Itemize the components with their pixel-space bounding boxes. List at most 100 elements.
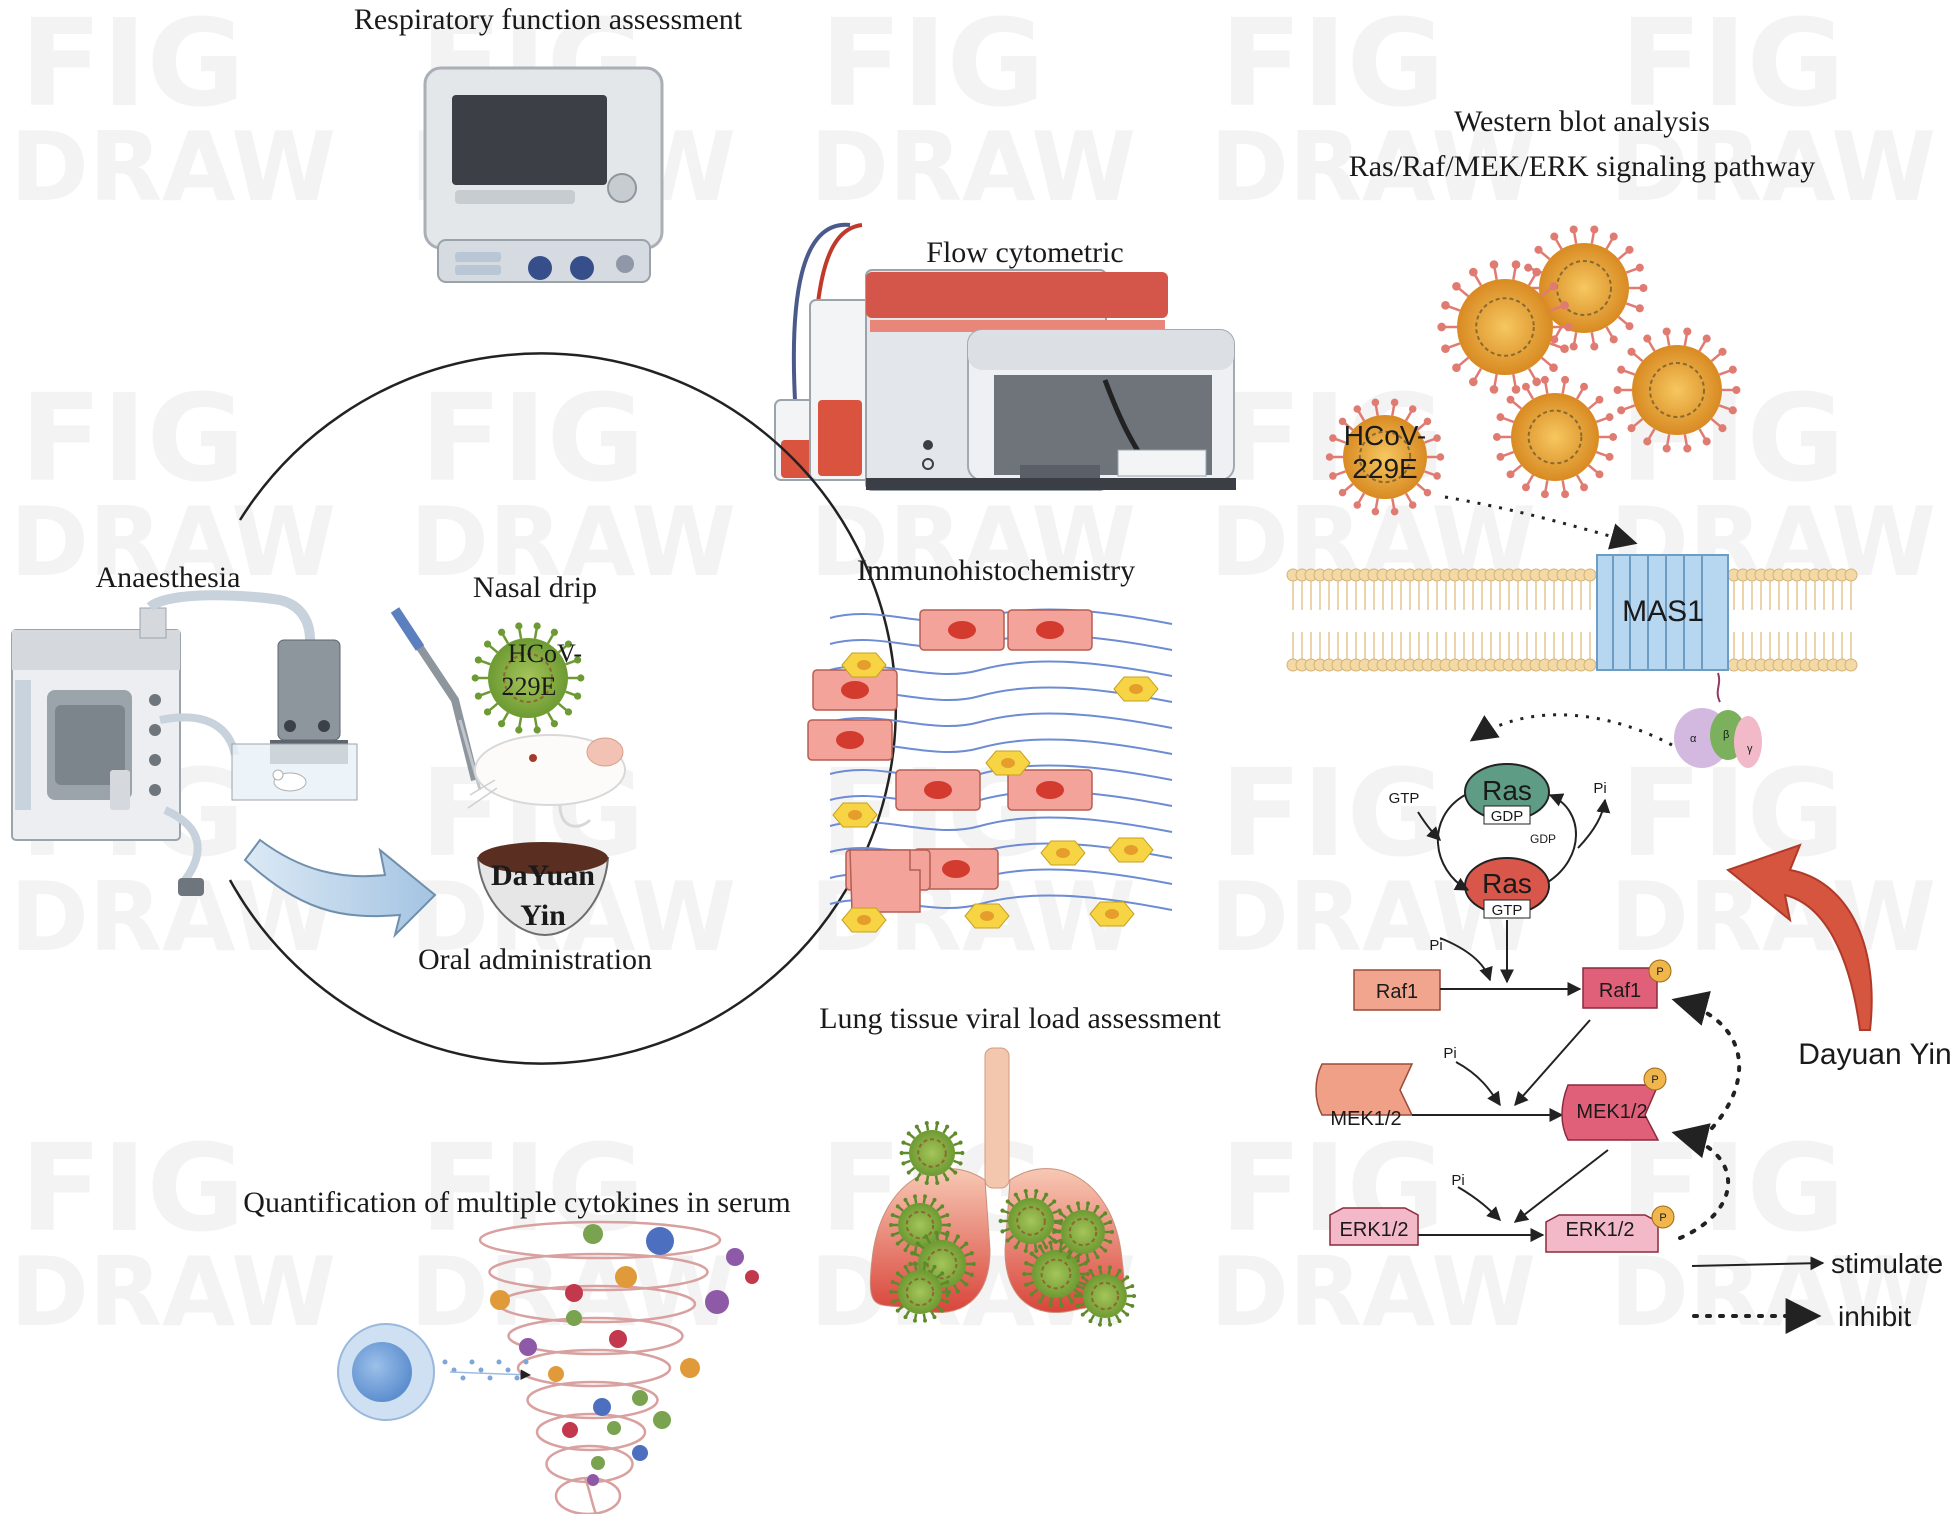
watermark-text: DRAW (1210, 1238, 1536, 1348)
watermark-text: FIG (1620, 745, 1845, 884)
dayuan-yin-arrow (1725, 843, 1873, 1031)
virus-left-label-line2: 229E (502, 672, 557, 701)
lung-virus-icon (888, 1261, 952, 1323)
virus-right-label-line2: 229E (1352, 453, 1417, 484)
gprotein-to-ras-arrow (1469, 713, 1673, 747)
watermark-text: DRAW (1610, 113, 1936, 223)
tissue-cell (849, 849, 921, 913)
lipid-head (1844, 658, 1858, 672)
anaesthesia-machine-illustration (11, 590, 358, 896)
spiral-ring (516, 1348, 672, 1388)
cytokine-bead (490, 1290, 510, 1310)
watermark-text: DRAW (810, 113, 1136, 223)
watermark-text: DRAW (810, 488, 1136, 598)
erk-phospho-label: ERK1/2 (1566, 1219, 1635, 1241)
cytokine-bead (591, 1456, 605, 1470)
stained-cell (841, 907, 887, 933)
p-badge-erk: P (1659, 1212, 1666, 1224)
nasal-drip-illustration (390, 607, 626, 828)
immuno-title: Immunohistochemistry (857, 554, 1135, 587)
lung-virus-group (888, 1121, 1137, 1327)
cell-membrane (1286, 568, 1858, 672)
stained-cell (1113, 676, 1159, 702)
cytokine-bead (653, 1411, 671, 1429)
cytokine-particle (496, 1359, 502, 1365)
cytokine-bead (705, 1290, 729, 1314)
flow-cytometer-illustration (774, 222, 1236, 491)
virus-right-label-line1: HCoV- (1344, 420, 1426, 451)
tissue-cell (919, 609, 1005, 651)
legend-stimulate: stimulate (1831, 1248, 1943, 1279)
watermark-text: DRAW (1610, 1238, 1936, 1348)
bowl-label-line2: Yin (520, 899, 566, 932)
pi-erk-label: Pi (1451, 1172, 1464, 1189)
virus-left-label-line1: HCoV- (508, 639, 582, 668)
cytokine-particle (469, 1359, 475, 1365)
ras-gdp-label: Ras (1482, 775, 1532, 806)
cytokine-bead (726, 1248, 744, 1266)
cycle-blue-arrow (243, 838, 437, 939)
watermark-text: FIG (20, 1120, 245, 1259)
nasal-drip-label: Nasal drip (473, 571, 597, 604)
tissue-cell (1007, 769, 1093, 811)
spiral-ring (526, 1380, 659, 1420)
hcov-green-virus-icon (471, 622, 585, 734)
raf1-phospho-label: Raf1 (1599, 980, 1641, 1002)
cytokine-bead (646, 1227, 674, 1255)
g-protein-complex (1674, 672, 1762, 768)
g-gamma-label: γ (1747, 743, 1753, 755)
ras-cycle (1417, 763, 1611, 919)
cytokine-bead (587, 1474, 599, 1486)
virus-binding-arrow (1444, 495, 1638, 550)
mas1-label: MAS1 (1622, 595, 1704, 628)
watermark-text: FIG (1620, 0, 1845, 134)
inhibition-arrows (1671, 990, 1742, 1240)
secretion-arrow (449, 1369, 532, 1380)
cytokine-spiral-illustration (442, 1220, 759, 1514)
g-alpha-label: α (1690, 733, 1697, 745)
stained-cell (1040, 840, 1086, 866)
anaesthesia-label: Anaesthesia (96, 561, 241, 594)
cytokine-bead (562, 1422, 578, 1438)
hcov-virus-left-icon (471, 622, 585, 734)
stained-cell (832, 802, 878, 828)
lung-virus-icon (1073, 1265, 1137, 1327)
bowl-label-line1: DaYuan (491, 859, 595, 892)
experiment-cycle-circle (228, 352, 898, 1065)
mek-label: MEK1/2 (1330, 1108, 1401, 1130)
cytokine-particle (514, 1375, 520, 1381)
pi-raf-label: Pi (1429, 937, 1442, 954)
pi-top-label: Pi (1593, 780, 1606, 797)
mek-phospho-label: MEK1/2 (1576, 1101, 1647, 1123)
cytokine-bead (609, 1330, 627, 1348)
cytokine-particle (451, 1367, 457, 1373)
legend-inhibit: inhibit (1838, 1301, 1911, 1332)
cytokine-particle (460, 1375, 466, 1381)
lipid-head (1583, 568, 1597, 582)
western-title-line2: Ras/Raf/MEK/ERK signaling pathway (1349, 150, 1816, 183)
stained-cell (841, 652, 887, 678)
cytokine-particle (523, 1359, 529, 1365)
gtp-input-label: GTP (1389, 790, 1420, 807)
hcov-virus-icon (1437, 260, 1573, 394)
immune-cell-icon (337, 1323, 435, 1421)
p-badge-raf: P (1656, 966, 1663, 978)
cytokine-bead (607, 1421, 621, 1435)
respiratory-title: Respiratory function assessment (354, 3, 743, 36)
ihc-tissue-illustration (807, 608, 1173, 933)
legend (1691, 1256, 1825, 1334)
gdp-box-label: GDP (1491, 808, 1524, 825)
watermark-text: FIG (820, 0, 1045, 134)
lung-virus-icon (998, 1189, 1064, 1253)
tissue-cell (913, 848, 999, 890)
raf1-label: Raf1 (1376, 981, 1418, 1003)
spiral-tail (583, 1477, 598, 1514)
watermark-text: FIG (1220, 0, 1445, 134)
watermark-text: FIG (420, 370, 645, 509)
watermark-text: DRAW (10, 113, 336, 223)
cytokine-bead (632, 1445, 648, 1461)
cytokine-particle (442, 1359, 448, 1365)
cytokine-bead (632, 1390, 648, 1406)
tissue-cell (807, 719, 893, 761)
stained-cell (1108, 837, 1154, 863)
